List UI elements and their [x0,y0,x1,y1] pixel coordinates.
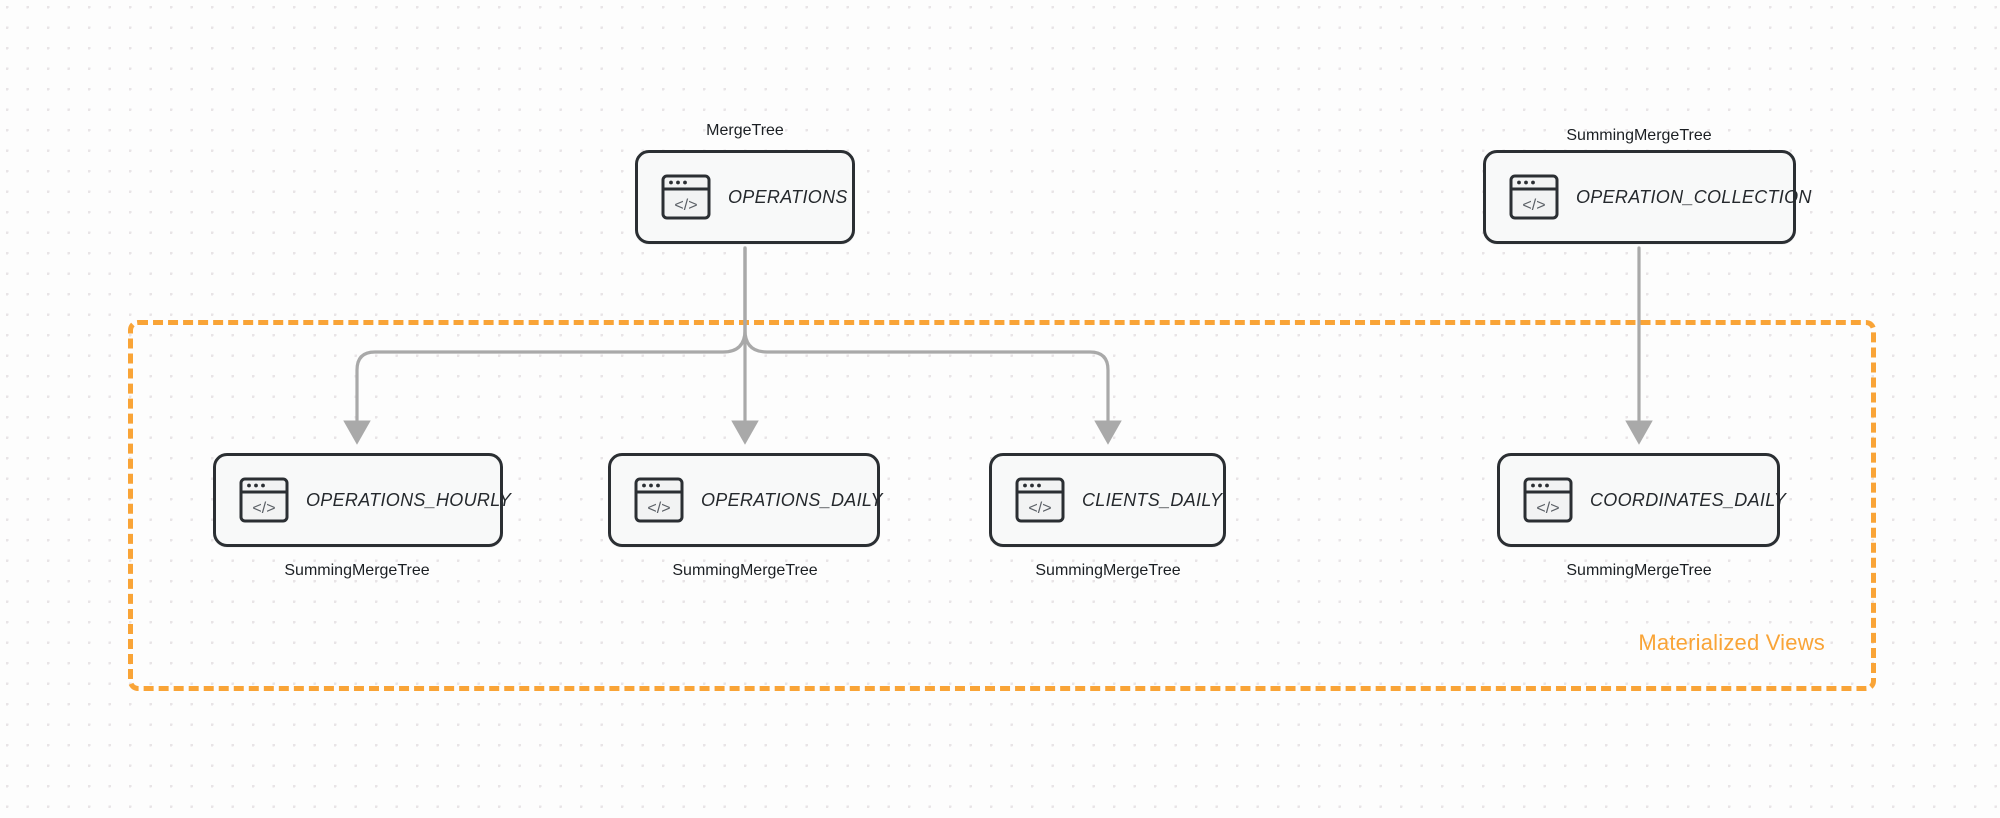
node-label-operations: OPERATIONS [728,186,848,207]
node-label-clients-daily: CLIENTS_DAILY [1082,489,1223,510]
code-window-icon: </> [660,173,712,221]
engine-label-clients-daily: SummingMergeTree [1035,562,1181,579]
node-clients-daily[interactable]: </> CLIENTS_DAILY [989,453,1226,547]
code-window-icon: </> [633,476,685,524]
node-label-operation-collection: OPERATION_COLLECTION [1576,186,1812,207]
svg-text:</>: </> [1536,500,1559,517]
svg-text:</>: </> [1028,500,1051,517]
materialized-views-label: Materialized Views [1638,630,1825,655]
node-coordinates-daily[interactable]: </> COORDINATES_DAILY [1497,453,1786,547]
node-label-operations-hourly: OPERATIONS_HOURLY [306,489,512,510]
code-window-icon: </> [1522,476,1574,524]
node-operations[interactable]: </> OPERATIONS [635,150,855,244]
svg-text:</>: </> [647,500,670,517]
node-label-coordinates-daily: COORDINATES_DAILY [1590,489,1787,510]
svg-text:</>: </> [252,500,275,517]
node-operation-collection[interactable]: </> OPERATION_COLLECTION [1483,150,1811,244]
engine-label-operations-hourly: SummingMergeTree [284,562,430,579]
engine-label-operations: MergeTree [706,122,784,139]
code-window-icon: </> [238,476,290,524]
engine-label-coordinates-daily: SummingMergeTree [1566,562,1712,579]
node-operations-daily[interactable]: </> OPERATIONS_DAILY [608,453,883,547]
engine-label-operations-daily: SummingMergeTree [672,562,818,579]
code-window-icon: </> [1508,173,1560,221]
svg-text:</>: </> [1522,197,1545,214]
svg-text:</>: </> [674,197,697,214]
node-label-operations-daily: OPERATIONS_DAILY [701,489,883,510]
node-operations-hourly[interactable]: </> OPERATIONS_HOURLY [213,453,511,547]
engine-label-operation-collection: SummingMergeTree [1566,127,1712,144]
code-window-icon: </> [1014,476,1066,524]
